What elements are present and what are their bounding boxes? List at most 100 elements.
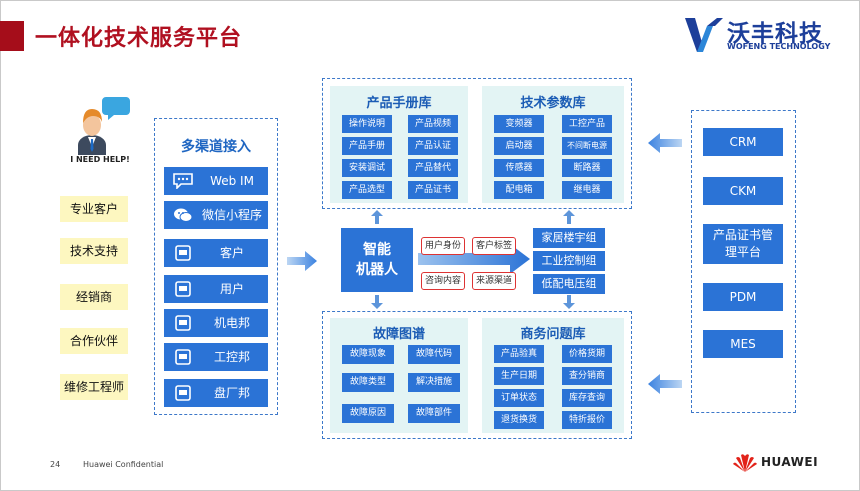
phone-icon	[175, 281, 191, 297]
channel-gongkongbang[interactable]: 工控邦	[164, 343, 268, 371]
tag-user-identity: 用户身份	[421, 237, 465, 255]
param-item[interactable]: 配电箱	[494, 181, 544, 199]
slide-title: 一体化技术服务平台	[35, 26, 243, 51]
help-text: I NEED HELP!	[70, 155, 130, 164]
arrow-up-icon	[563, 210, 575, 224]
route-arrow-icon	[418, 244, 530, 274]
channel-label: 工控邦	[213, 350, 250, 364]
tag-inquiry-content: 咨询内容	[421, 272, 465, 290]
channel-label: 客户	[219, 246, 244, 260]
help-person-icon	[78, 97, 130, 155]
customer-type: 经销商	[60, 284, 128, 310]
manual-item[interactable]: 安装调试	[342, 159, 392, 177]
business-item[interactable]: 特折报价	[562, 411, 612, 429]
arrow-left-icon	[648, 133, 682, 153]
channel-panel	[154, 118, 278, 415]
channel-panchangbang[interactable]: 盘厂邦	[164, 379, 268, 407]
company-english-name: WOFENG TECHNOLOGY	[727, 42, 831, 51]
business-item[interactable]: 查分销商	[562, 367, 612, 385]
arrow-right-icon	[287, 251, 317, 271]
group-industrial-control[interactable]: 工业控制组	[533, 251, 605, 271]
system-certificate-platform[interactable]: 产品证书管理平台	[703, 224, 783, 264]
customer-type: 技术支持	[60, 238, 128, 264]
manual-item[interactable]: 操作说明	[342, 115, 392, 133]
business-item[interactable]: 价格货期	[562, 345, 612, 363]
customer-type: 维修工程师	[60, 374, 128, 400]
business-library-title: 商务问题库	[520, 327, 586, 342]
business-item[interactable]: 产品验真	[494, 345, 544, 363]
phone-icon	[175, 349, 191, 365]
systems-panel	[691, 110, 796, 413]
business-item[interactable]: 订单状态	[494, 389, 544, 407]
huawei-brand-text: HUAWEI	[761, 455, 819, 469]
param-item[interactable]: 传感器	[494, 159, 544, 177]
param-item[interactable]: 工控产品	[562, 115, 612, 133]
manual-item[interactable]: 产品视频	[408, 115, 458, 133]
param-item[interactable]: 断路器	[562, 159, 612, 177]
business-item[interactable]: 库存查询	[562, 389, 612, 407]
robot-label-line1: 智能	[363, 242, 391, 258]
system-ckm[interactable]: CKM	[703, 177, 783, 205]
manual-item[interactable]: 产品证书	[408, 181, 458, 199]
param-item[interactable]: 变频器	[494, 115, 544, 133]
channel-label: 微信小程序	[202, 208, 263, 222]
robot-label-line2: 机器人	[356, 262, 398, 278]
fault-item[interactable]: 解决措施	[408, 373, 460, 392]
business-item[interactable]: 退货换货	[494, 411, 544, 429]
channel-label: 盘厂邦	[213, 386, 250, 400]
arrow-down-icon	[371, 295, 383, 309]
channel-jidianbang[interactable]: 机电邦	[164, 309, 268, 337]
phone-icon	[175, 385, 191, 401]
fault-item[interactable]: 故障部件	[408, 404, 460, 423]
arrow-up-icon	[371, 210, 383, 224]
smart-robot[interactable]: 智能 机器人	[341, 228, 413, 292]
wechat-icon	[174, 208, 193, 222]
fault-item[interactable]: 故障类型	[342, 373, 394, 392]
fault-map-panel: 故障图谱 故障现象 故障代码 故障类型 解决措施 故障原因 故障部件	[330, 318, 468, 433]
fault-item[interactable]: 故障原因	[342, 404, 394, 423]
system-mes[interactable]: MES	[703, 330, 783, 358]
title-accent-bar	[0, 21, 24, 51]
manual-library-title: 产品手册库	[366, 96, 432, 111]
channel-label: Web IM	[210, 174, 254, 188]
business-library-panel: 商务问题库 产品验真 价格货期 生产日期 查分销商 订单状态 库存查询 退货换货…	[482, 318, 624, 433]
channel-user[interactable]: 用户	[164, 275, 268, 303]
manual-item[interactable]: 产品手册	[342, 137, 392, 155]
phone-icon	[175, 315, 191, 331]
manual-library-panel: 产品手册库 操作说明 产品视频 产品手册 产品认证 安装调试 产品替代 产品选型…	[330, 86, 468, 203]
business-item[interactable]: 生产日期	[494, 367, 544, 385]
tag-source-channel: 来源渠道	[472, 272, 516, 290]
fault-item[interactable]: 故障现象	[342, 345, 394, 364]
channel-web-im[interactable]: Web IM	[164, 167, 268, 195]
customer-type: 合作伙伴	[60, 328, 128, 354]
param-item[interactable]: 继电器	[562, 181, 612, 199]
company-name: 沃丰科技	[727, 21, 823, 47]
param-library-panel: 技术参数库 变频器 工控产品 启动器 不间断电源 传感器 断路器 配电箱 继电器	[482, 86, 624, 203]
phone-icon	[175, 245, 191, 261]
system-pdm[interactable]: PDM	[703, 283, 783, 311]
param-library-title: 技术参数库	[520, 96, 586, 111]
channel-wechat[interactable]: 微信小程序	[164, 201, 268, 229]
wofeng-logo-icon	[685, 18, 723, 52]
manual-item[interactable]: 产品替代	[408, 159, 458, 177]
manual-item[interactable]: 产品认证	[408, 137, 458, 155]
manual-item[interactable]: 产品选型	[342, 181, 392, 199]
group-low-voltage[interactable]: 低配电压组	[533, 274, 605, 294]
param-item[interactable]: 启动器	[494, 137, 544, 155]
fault-map-title: 故障图谱	[372, 327, 425, 342]
param-item[interactable]: 不间断电源	[562, 137, 612, 155]
channel-customer[interactable]: 客户	[164, 239, 268, 267]
tag-customer-label: 客户标签	[472, 237, 516, 255]
customer-type: 专业客户	[60, 196, 128, 222]
channel-label: 机电邦	[213, 316, 250, 330]
arrow-left-icon	[648, 374, 682, 394]
arrow-down-icon	[563, 295, 575, 309]
system-crm[interactable]: CRM	[703, 128, 783, 156]
page-number: 24	[50, 460, 61, 469]
channel-title: 多渠道接入	[181, 139, 251, 155]
chat-icon	[173, 173, 193, 189]
knowledge-lower-container	[322, 311, 632, 439]
fault-item[interactable]: 故障代码	[408, 345, 460, 364]
confidential-label: Huawei Confidential	[83, 460, 164, 469]
group-home-building[interactable]: 家居楼宇组	[533, 228, 605, 248]
